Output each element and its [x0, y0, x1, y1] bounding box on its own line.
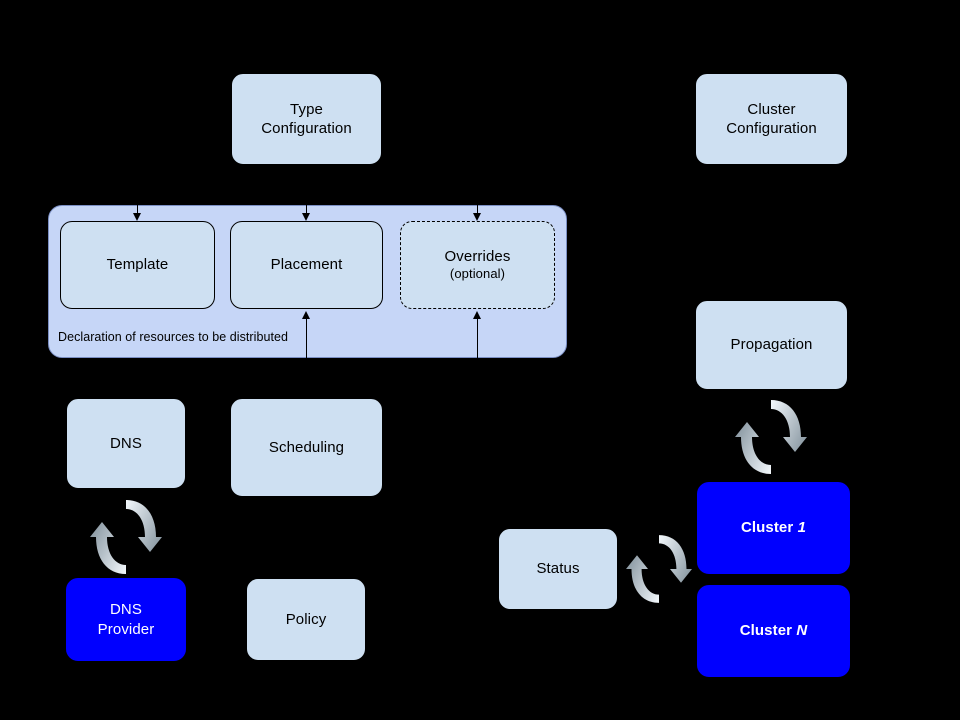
- node-cluster-1-label: Cluster 1: [740, 519, 807, 537]
- node-status-label: Status: [536, 560, 580, 578]
- node-cluster-n-label: Cluster N: [739, 622, 808, 640]
- node-dns[interactable]: DNS: [66, 398, 186, 489]
- node-cluster-1[interactable]: Cluster 1: [697, 482, 850, 574]
- node-cluster-configuration[interactable]: Cluster Configuration: [695, 73, 848, 165]
- node-dns-provider-label2: Provider: [97, 620, 155, 638]
- sync-cycle-icon-propagation: [735, 396, 807, 478]
- node-type-configuration[interactable]: Type Configuration: [231, 73, 382, 165]
- node-template-label: Template: [106, 256, 169, 274]
- node-placement[interactable]: Placement: [230, 221, 383, 309]
- node-status[interactable]: Status: [498, 528, 618, 610]
- node-cluster-configuration-label: Cluster: [747, 100, 796, 118]
- node-propagation[interactable]: Propagation: [695, 300, 848, 390]
- node-overrides-label: Overrides: [444, 248, 511, 266]
- connector-type-config-to-template: [137, 200, 138, 214]
- sync-cycle-icon-dns: [90, 496, 162, 578]
- arrowhead-template: [132, 213, 141, 221]
- arrowhead-overrides: [472, 213, 481, 221]
- connector-type-config-to-placement: [306, 200, 307, 214]
- node-policy[interactable]: Policy: [246, 578, 366, 661]
- node-template[interactable]: Template: [60, 221, 215, 309]
- connector-scheduling-to-placement: [306, 318, 307, 358]
- connector-policy-to-overrides: [477, 318, 478, 358]
- node-dns-label: DNS: [110, 434, 142, 452]
- node-type-configuration-label2: Configuration: [261, 120, 352, 137]
- arrowhead-overrides-up: [472, 311, 481, 319]
- arrowhead-placement: [301, 213, 310, 221]
- node-cluster-configuration-label2: Configuration: [726, 120, 817, 137]
- arrowhead-placement-up: [301, 311, 310, 319]
- group-caption: Declaration of resources to be distribut…: [58, 330, 288, 344]
- connector-type-config-to-overrides: [477, 200, 478, 214]
- node-dns-provider[interactable]: DNS Provider: [66, 578, 186, 661]
- node-overrides[interactable]: Overrides (optional): [400, 221, 555, 309]
- node-scheduling[interactable]: Scheduling: [230, 398, 383, 497]
- node-propagation-label: Propagation: [730, 336, 813, 354]
- sync-cycle-icon-status: [626, 529, 692, 609]
- node-policy-label: Policy: [285, 610, 327, 628]
- node-cluster-n[interactable]: Cluster N: [697, 585, 850, 677]
- node-overrides-sublabel: (optional): [449, 266, 506, 282]
- node-placement-label: Placement: [270, 256, 343, 274]
- node-dns-provider-label: DNS: [110, 601, 142, 619]
- node-scheduling-label: Scheduling: [268, 438, 345, 456]
- node-type-configuration-label: Type: [290, 100, 323, 118]
